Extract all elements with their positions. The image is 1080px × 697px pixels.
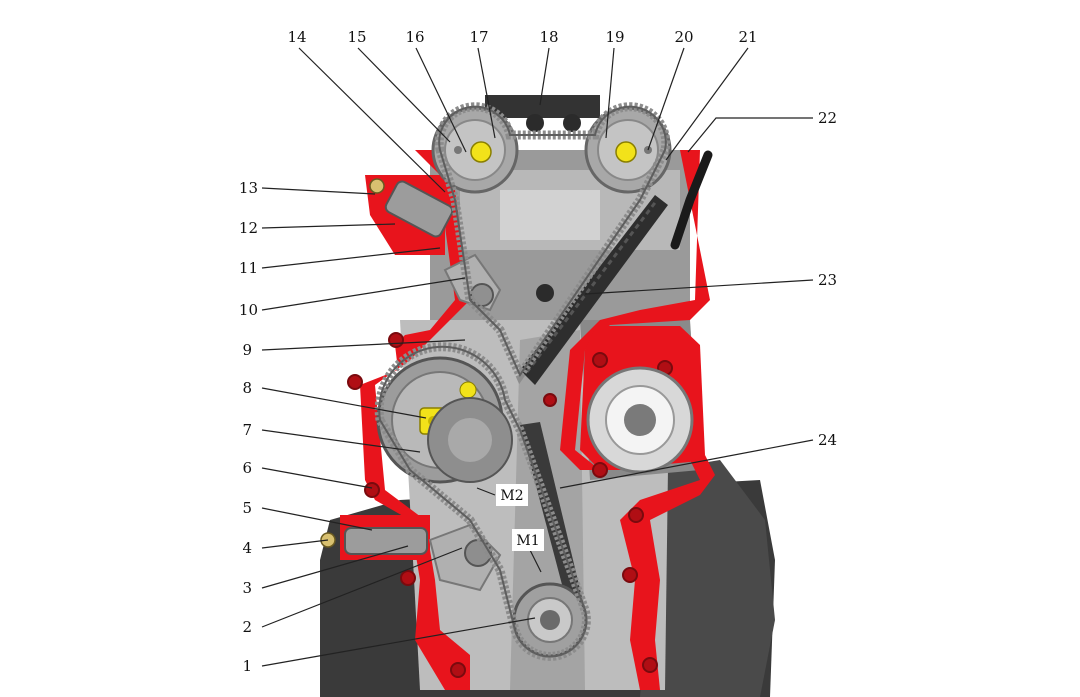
callout-17: 17 [469,28,488,46]
callout-23: 23 [818,271,837,289]
callout-19: 19 [605,28,624,46]
marker-m1-box [512,529,544,551]
callout-8: 8 [242,379,252,397]
callout-18: 18 [539,28,558,46]
upper-tensioner-arm [443,253,502,312]
marker-m2: M2 [500,488,523,504]
callout-4: 4 [242,539,252,557]
lower-timing-chain [374,342,591,661]
callout-5: 5 [242,499,252,517]
cam-bolts [526,114,581,302]
leader-lines [261,47,814,667]
callout-21: 21 [738,28,757,46]
callout-14: 14 [287,28,306,46]
intake-cam-sprocket [431,106,519,194]
upper-timing-chain [434,102,671,385]
marker-m1: M1 [516,533,539,549]
oil-hose [670,150,713,250]
callout-7: 7 [242,421,252,439]
balance-sprocket [427,397,513,483]
callout-1: 1 [242,657,252,675]
callout-20: 20 [674,28,693,46]
callout-labels: 1 2 3 4 5 6 7 8 9 10 11 12 13 14 15 16 1… [239,28,837,675]
exhaust-chain-guide [520,195,668,385]
callout-16: 16 [405,28,424,46]
upper-tensioner [369,178,454,238]
water-pump [586,366,694,474]
marker-m2-box [496,484,528,506]
callout-10: 10 [239,301,258,319]
callout-15: 15 [347,28,366,46]
callout-11: 11 [239,259,258,277]
crankshaft-sprocket [512,582,588,658]
marker-labels: M2 M1 [496,484,544,551]
callout-6: 6 [242,459,252,477]
callout-22: 22 [818,109,837,127]
callout-9: 9 [242,341,252,359]
callout-12: 12 [239,219,258,237]
callout-13: 13 [239,179,258,197]
callout-24: 24 [818,431,837,449]
callout-2: 2 [242,618,252,636]
callout-3: 3 [242,579,252,597]
lower-tensioner [320,527,428,555]
